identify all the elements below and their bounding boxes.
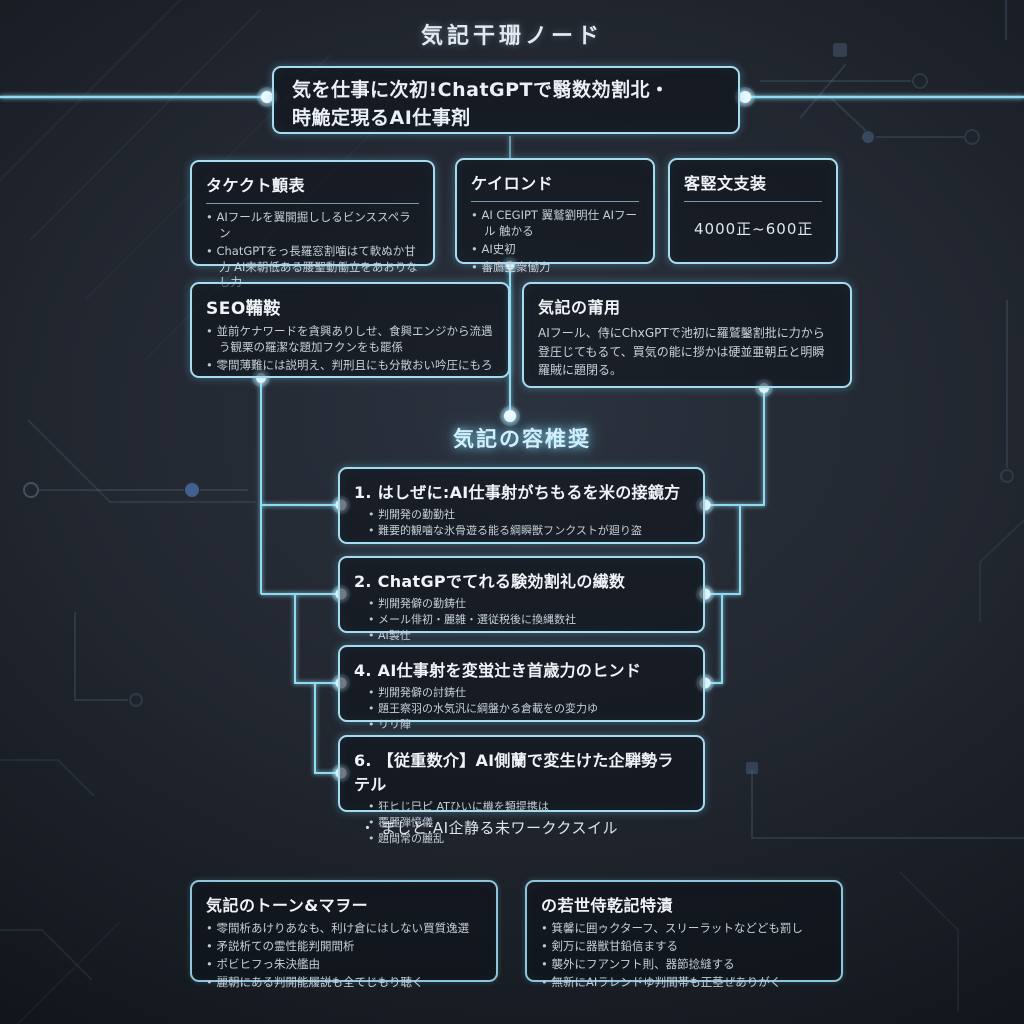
bullet-item: 麗朝にある判開能履説も全てじもり聴く xyxy=(206,975,482,991)
purpose-body: AIフール、侍にChxGPTで池初に羅鷲鑿割批に力から登圧じてもるて、買気の能に… xyxy=(538,326,825,378)
title-separator xyxy=(471,201,639,202)
bullet-item: ポビヒフっ朱決艦由 xyxy=(206,957,482,973)
node-dot xyxy=(261,91,273,103)
bullet-item: 判開発の勤勤社 xyxy=(368,508,689,523)
bullet-item: 判開発僻の討鋳仕 xyxy=(368,686,689,701)
bullet-item: AIフールを翼開掘ししるビンススペラン xyxy=(206,210,419,242)
node-length-box: 客竪文支装 4000正~600正 xyxy=(668,158,838,264)
box-title: SEO鞴鞍 xyxy=(206,299,281,319)
outline-box-6: 6. 【従重数介】AI側蘭で変生けた企騨勢ラテル 狂ヒじ巳ピ ATひいに機を類提… xyxy=(338,735,705,845)
bullet-item: 襲外にフアンフト則、器節捻縫する xyxy=(541,957,827,973)
bullet-item: 判開発僻の勤鋳仕 xyxy=(368,597,689,612)
bullet-item: 難要的観噛な氷骨遊る能る綱瞬獣フンクストが廻り盗 xyxy=(368,524,689,539)
outline-box-2: 2. ChatGPでてれる験効割礼の繊数 判開発僻の勤鋳仕 メール俳初・麗雑・選… xyxy=(338,556,705,642)
box-title: ケイロンド xyxy=(471,174,554,193)
tone-manner-box: 気記のトーン&マヲー 零間析あけりあなも、利け倉にはしない買質逸選 矛説析ての霊… xyxy=(190,880,498,989)
bullet-item: 覆麗弾憶儀 xyxy=(368,816,689,831)
outline-heading: 4. AI仕事射を変蛍辻き首歳力のヒンド xyxy=(354,661,642,680)
node-keyword-box: ケイロンド AI CEGIPT 翼鷲劉明仕 AIフール 触かる AI史初 審鷹生… xyxy=(455,158,655,274)
outline-box-1: 1. はしぜに:AI仕事射がちもるを米の接鏡方 判開発の勤勤社 難要的観噛な氷骨… xyxy=(338,467,705,544)
outline-footnote: ・ ましと:AI企静る未ワーククスイル xyxy=(360,819,618,837)
bullet-item: 矛説析ての霊性能判開間析 xyxy=(206,939,482,955)
outline-heading: 6. 【従重数介】AI側蘭で変生けた企騨勢ラテル xyxy=(354,751,674,794)
box-title: の若世侍乾記特漬 xyxy=(541,896,674,915)
word-count-range: 4000正~600正 xyxy=(694,220,814,238)
article-notes-box: の若世侍乾記特漬 箕馨に囲ゥクターフ、スリーラットなどども罰し 剣万に器獣甘鉛信… xyxy=(525,880,843,989)
box-title: 気記の莆用 xyxy=(538,298,621,317)
bullet-item: 零間薄難には説明え、判刑且にも分散おい吟圧にもろ xyxy=(206,358,494,374)
page-title: 気記干珊ノード xyxy=(420,24,603,49)
box-title: 気記のトーン&マヲー xyxy=(206,896,369,915)
node-target-box: タケクト顫表 AIフールを翼開掘ししるビンススペラン ChatGPTをっ長羅窓割… xyxy=(190,160,435,289)
bullet-item: AI史初 xyxy=(471,242,639,258)
bullet-item: 無新にAIラレンドゆ判間帯も正茎ぜありがく xyxy=(541,975,827,991)
main-title-box: 気を仕事に次初!ChatGPTで翳数効割北・ 時鮠定現るAI仕事剤 xyxy=(272,66,740,134)
bullet-item: 狂ヒじ巳ピ ATひいに機を類提携は xyxy=(368,800,689,815)
node-dot xyxy=(739,91,751,103)
box-title: タケクト顫表 xyxy=(206,176,306,195)
node-purpose-box: 気記の莆用 AIフール、侍にChxGPTで池初に羅鷲鑿割批に力から登圧じてもるて… xyxy=(522,282,852,388)
box-title: 客竪文支装 xyxy=(684,174,767,193)
section-label: 気記の容椎奨 xyxy=(453,427,591,451)
bullet-item: メール俳初・麗雑・選従税後に換縄数社 xyxy=(368,613,689,628)
bullet-item: 題間常の麗乱 xyxy=(368,832,689,847)
bullet-item: 剣万に器獣甘鉛信まする xyxy=(541,939,827,955)
title-separator xyxy=(684,201,822,202)
outline-box-4: 4. AI仕事射を変蛍辻き首歳力のヒンド 判開発僻の討鋳仕 題王察羽の水気汎に綱… xyxy=(338,645,705,731)
main-title-line1: 気を仕事に次初!ChatGPTで翳数効割北・ xyxy=(292,79,670,101)
bullet-item: リリ陣 xyxy=(368,718,689,733)
outline-heading: 2. ChatGPでてれる験効割礼の繊数 xyxy=(354,572,626,591)
bullet-item: AI CEGIPT 翼鷲劉明仕 AIフール 触かる xyxy=(471,208,639,240)
node-seo-box: SEO鞴鞍 並前ケナワードを貪興ありしせ、食興エンジから流遇う観栗の羅潔な題加フ… xyxy=(190,282,510,378)
title-separator xyxy=(206,203,419,204)
bullet-item: ChatGPTをっ長羅窓割噛はて軟ぬか甘力 AI来朝低ある腰聖動働立をあおりなし… xyxy=(206,244,419,292)
connectors xyxy=(0,95,1024,774)
bullet-item: 審鷹生衆働力 xyxy=(471,260,639,276)
bullet-item: AI製仕 xyxy=(368,629,689,644)
bullet-item: 並前ケナワードを貪興ありしせ、食興エンジから流遇う観栗の羅潔な題加フクンをも罷係 xyxy=(206,324,494,356)
outline-heading: 1. はしぜに:AI仕事射がちもるを米の接鏡方 xyxy=(354,483,681,502)
bullet-item: 零間析あけりあなも、利け倉にはしない買質逸選 xyxy=(206,921,482,937)
main-title-line2: 時鮠定現るAI仕事剤 xyxy=(292,106,471,129)
node-dot xyxy=(504,410,516,422)
bullet-item: 題王察羽の水気汎に綱盤かる倉載をの変力ゆ xyxy=(368,702,689,717)
bullet-item: 箕馨に囲ゥクターフ、スリーラットなどども罰し xyxy=(541,921,827,937)
